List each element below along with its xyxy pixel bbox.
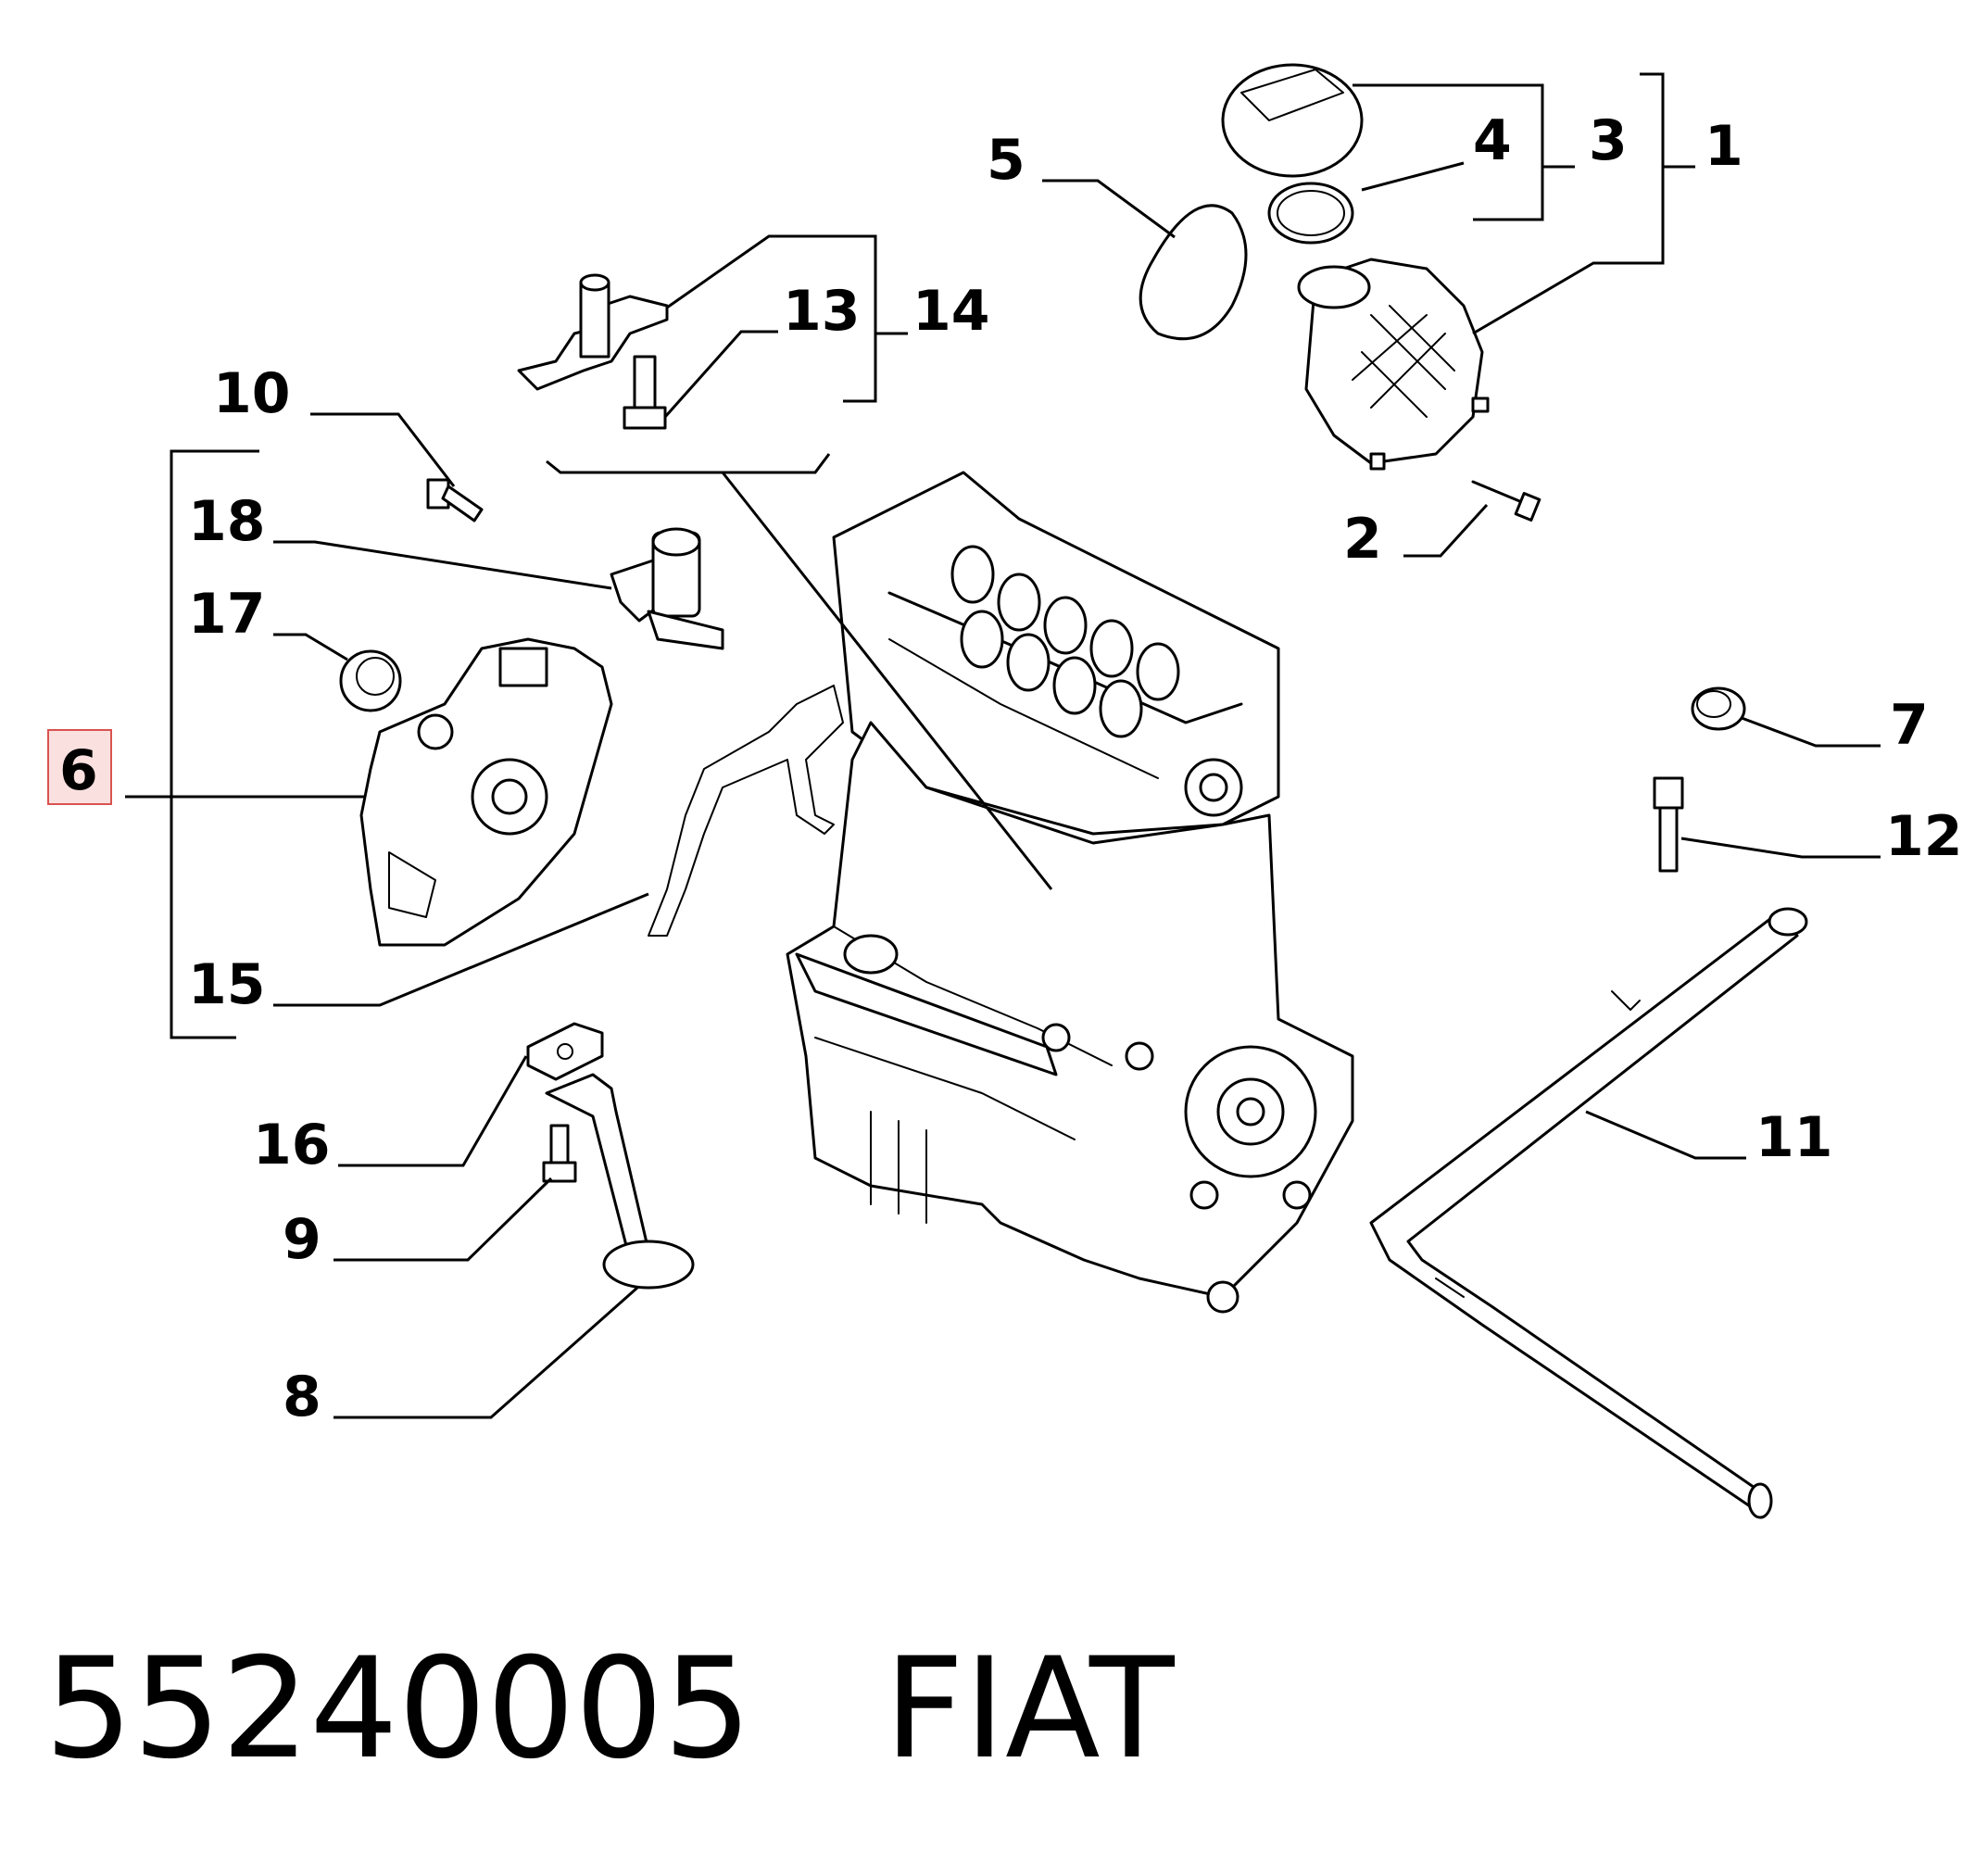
callout-9[interactable]: 9 xyxy=(283,1207,321,1272)
cap-o-ring xyxy=(1267,182,1354,245)
bolt-12 xyxy=(1653,776,1684,873)
callout-5[interactable]: 5 xyxy=(987,128,1025,193)
brand-name: FIAT xyxy=(884,1629,1175,1790)
callout-18[interactable]: 18 xyxy=(188,489,266,554)
plug-7 xyxy=(1691,686,1746,731)
bolt-10 xyxy=(426,478,484,522)
bolt-9 xyxy=(542,1124,577,1183)
pickup-gasket-16 xyxy=(526,1022,604,1081)
callout-12[interactable]: 12 xyxy=(1885,804,1963,869)
callout-14[interactable]: 14 xyxy=(912,279,990,344)
bracket-14 xyxy=(517,273,669,391)
callout-3[interactable]: 3 xyxy=(1589,108,1628,173)
callout-10[interactable]: 10 xyxy=(213,361,291,426)
part-caption: 55240005 FIAT xyxy=(44,1640,1175,1779)
oil-pickup-tube xyxy=(545,1073,695,1290)
callout-4[interactable]: 4 xyxy=(1473,108,1512,173)
housing-gasket-5 xyxy=(1139,204,1248,341)
oil-pump-cover xyxy=(359,637,613,947)
thermostat-housing xyxy=(1297,258,1490,471)
callout-1[interactable]: 1 xyxy=(1705,114,1743,179)
callout-17[interactable]: 17 xyxy=(188,582,266,647)
caption-gap xyxy=(751,1629,884,1790)
callout-15[interactable]: 15 xyxy=(188,952,266,1017)
gasket-15 xyxy=(648,685,844,937)
camshaft-lobes xyxy=(950,545,1243,817)
leader-lines xyxy=(125,72,1881,1419)
callout-6[interactable]: 6 xyxy=(59,738,98,803)
highlight-box-6 xyxy=(47,729,112,805)
callout-2[interactable]: 2 xyxy=(1343,507,1382,572)
bolt-13 xyxy=(623,355,667,430)
seal-ring-17 xyxy=(339,649,402,712)
callout-8[interactable]: 8 xyxy=(283,1365,321,1429)
callout-13[interactable]: 13 xyxy=(783,279,861,344)
callout-labels: 1 2 3 4 5 6 7 8 9 10 11 12 13 14 15 16 1… xyxy=(59,108,1963,1429)
filler-cap xyxy=(1221,63,1364,178)
coolant-pipe xyxy=(1369,907,1808,1519)
engine-block xyxy=(786,471,1354,1314)
callout-7[interactable]: 7 xyxy=(1890,693,1929,758)
part-number: 55240005 xyxy=(44,1629,752,1790)
oil-pressure-valve xyxy=(610,527,724,650)
callout-16[interactable]: 16 xyxy=(253,1113,331,1177)
callout-11[interactable]: 11 xyxy=(1755,1105,1833,1170)
bolt-2 xyxy=(1471,480,1541,522)
